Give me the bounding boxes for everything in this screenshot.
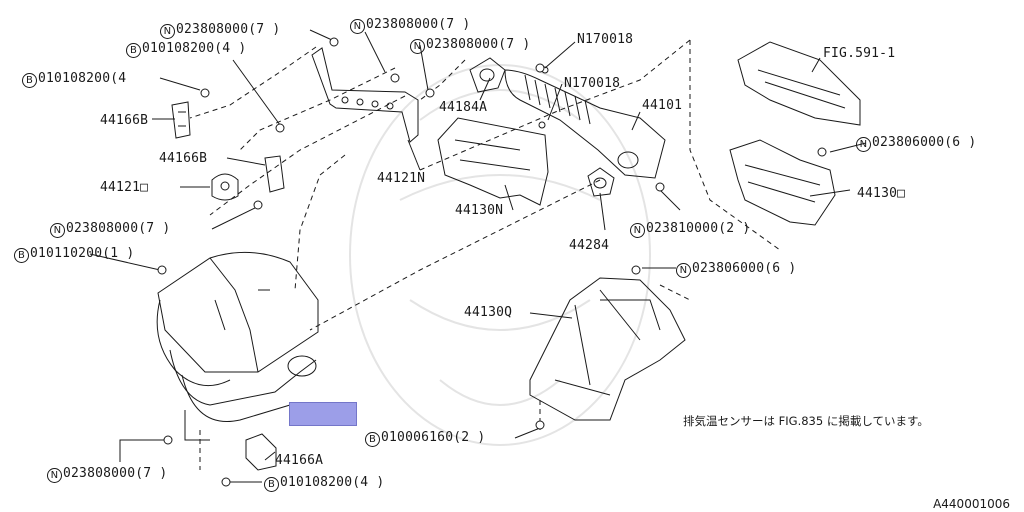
callout-l09[interactable]: 44166B <box>100 113 148 128</box>
callout-l10[interactable]: 44184A <box>439 100 487 115</box>
bracket-44166A <box>245 433 277 471</box>
leader-lines <box>89 29 867 483</box>
part-number: 010006160(2 ) <box>381 430 486 445</box>
part-number: 010108200(4 ) <box>280 475 385 490</box>
part-number: 023808000(7 ) <box>366 17 471 32</box>
part-number: 44130Q <box>464 305 513 320</box>
rubber-hanger-44121 <box>211 173 239 201</box>
part-number: 023808000(7 ) <box>63 466 168 481</box>
part-number: 44130N <box>455 203 504 218</box>
circle-prefix: B <box>264 477 279 492</box>
circle-prefix: N <box>630 223 645 238</box>
callout-l08[interactable]: N170018 <box>564 76 620 91</box>
heat-shield-44130 <box>729 139 836 226</box>
part-number: 023810000(2 ) <box>646 221 751 236</box>
part-number: 44284 <box>569 238 610 253</box>
fasteners <box>157 37 827 487</box>
callout-l06[interactable]: FIG.591-1 <box>823 46 895 61</box>
heat-shield-44130Q <box>529 277 686 421</box>
part-number: 44121□ <box>100 180 149 195</box>
part-number: 44101 <box>642 98 683 113</box>
part-number: N170018 <box>564 76 621 91</box>
sensor-note: 排気温センサーは FIG.835 に掲載しています。 <box>683 414 929 428</box>
part-number: 023808000(7 ) <box>176 22 281 37</box>
callout-l05[interactable]: N170018 <box>577 32 633 47</box>
circle-prefix: B <box>365 432 380 447</box>
circle-prefix: B <box>22 73 37 88</box>
callout-l15[interactable]: 44121N <box>377 171 425 186</box>
gasket-44284 <box>587 167 615 197</box>
part-number: 023808000(7 ) <box>426 37 531 52</box>
part-number: FIG.591-1 <box>823 46 896 61</box>
circle-prefix: B <box>126 43 141 58</box>
part-number: 010108200(4 ) <box>142 41 247 56</box>
callout-l16[interactable]: 44130□ <box>857 186 905 201</box>
part-number: 023806000(6 ) <box>872 135 977 150</box>
part-number: 010110200(1 ) <box>30 246 135 261</box>
part-number: 44130□ <box>857 186 906 201</box>
circle-prefix: N <box>47 468 62 483</box>
hanger-bracket-44121N <box>311 47 419 143</box>
part-number: 023806000(6 ) <box>692 261 797 276</box>
part-number: 44121N <box>377 171 426 186</box>
watermark-emblem <box>349 64 651 446</box>
callout-l17[interactable]: 44130N <box>455 203 503 218</box>
part-number: 44166A <box>275 453 324 468</box>
callout-l20[interactable]: 44284 <box>569 238 609 253</box>
callout-l26[interactable]: 44166A <box>275 453 323 468</box>
part-number: N170018 <box>577 32 634 47</box>
dashed-reference-lines <box>189 39 781 470</box>
front-exhaust-pipe-44101 <box>504 66 666 179</box>
circle-prefix: N <box>160 24 175 39</box>
part-number: 44166B <box>100 113 149 128</box>
callout-l11[interactable]: 44101 <box>642 98 682 113</box>
part-number: 44166B <box>159 151 208 166</box>
bracket-44166B-upper <box>171 101 191 139</box>
callout-l23[interactable]: 44130Q <box>464 305 512 320</box>
callout-l12[interactable]: 44166B <box>159 151 207 166</box>
part-number: 010108200(4 <box>38 71 127 86</box>
heat-shield-44130N <box>437 117 549 206</box>
bracket-44166B-lower <box>264 155 285 193</box>
circle-prefix: N <box>50 223 65 238</box>
figure-id: A440001006 <box>933 497 1010 511</box>
callout-l14[interactable]: 44121□ <box>100 180 148 195</box>
circle-prefix: N <box>676 263 691 278</box>
part-number: 023808000(7 ) <box>66 221 171 236</box>
circle-prefix: B <box>14 248 29 263</box>
circle-prefix: N <box>350 19 365 34</box>
part-number: 44184A <box>439 100 488 115</box>
highlight-marker <box>289 402 357 426</box>
muffler-assembly <box>156 251 319 441</box>
heat-shield-fig591 <box>737 41 861 126</box>
circle-prefix: N <box>856 137 871 152</box>
circle-prefix: N <box>410 39 425 54</box>
gasket-44184A <box>469 57 506 93</box>
